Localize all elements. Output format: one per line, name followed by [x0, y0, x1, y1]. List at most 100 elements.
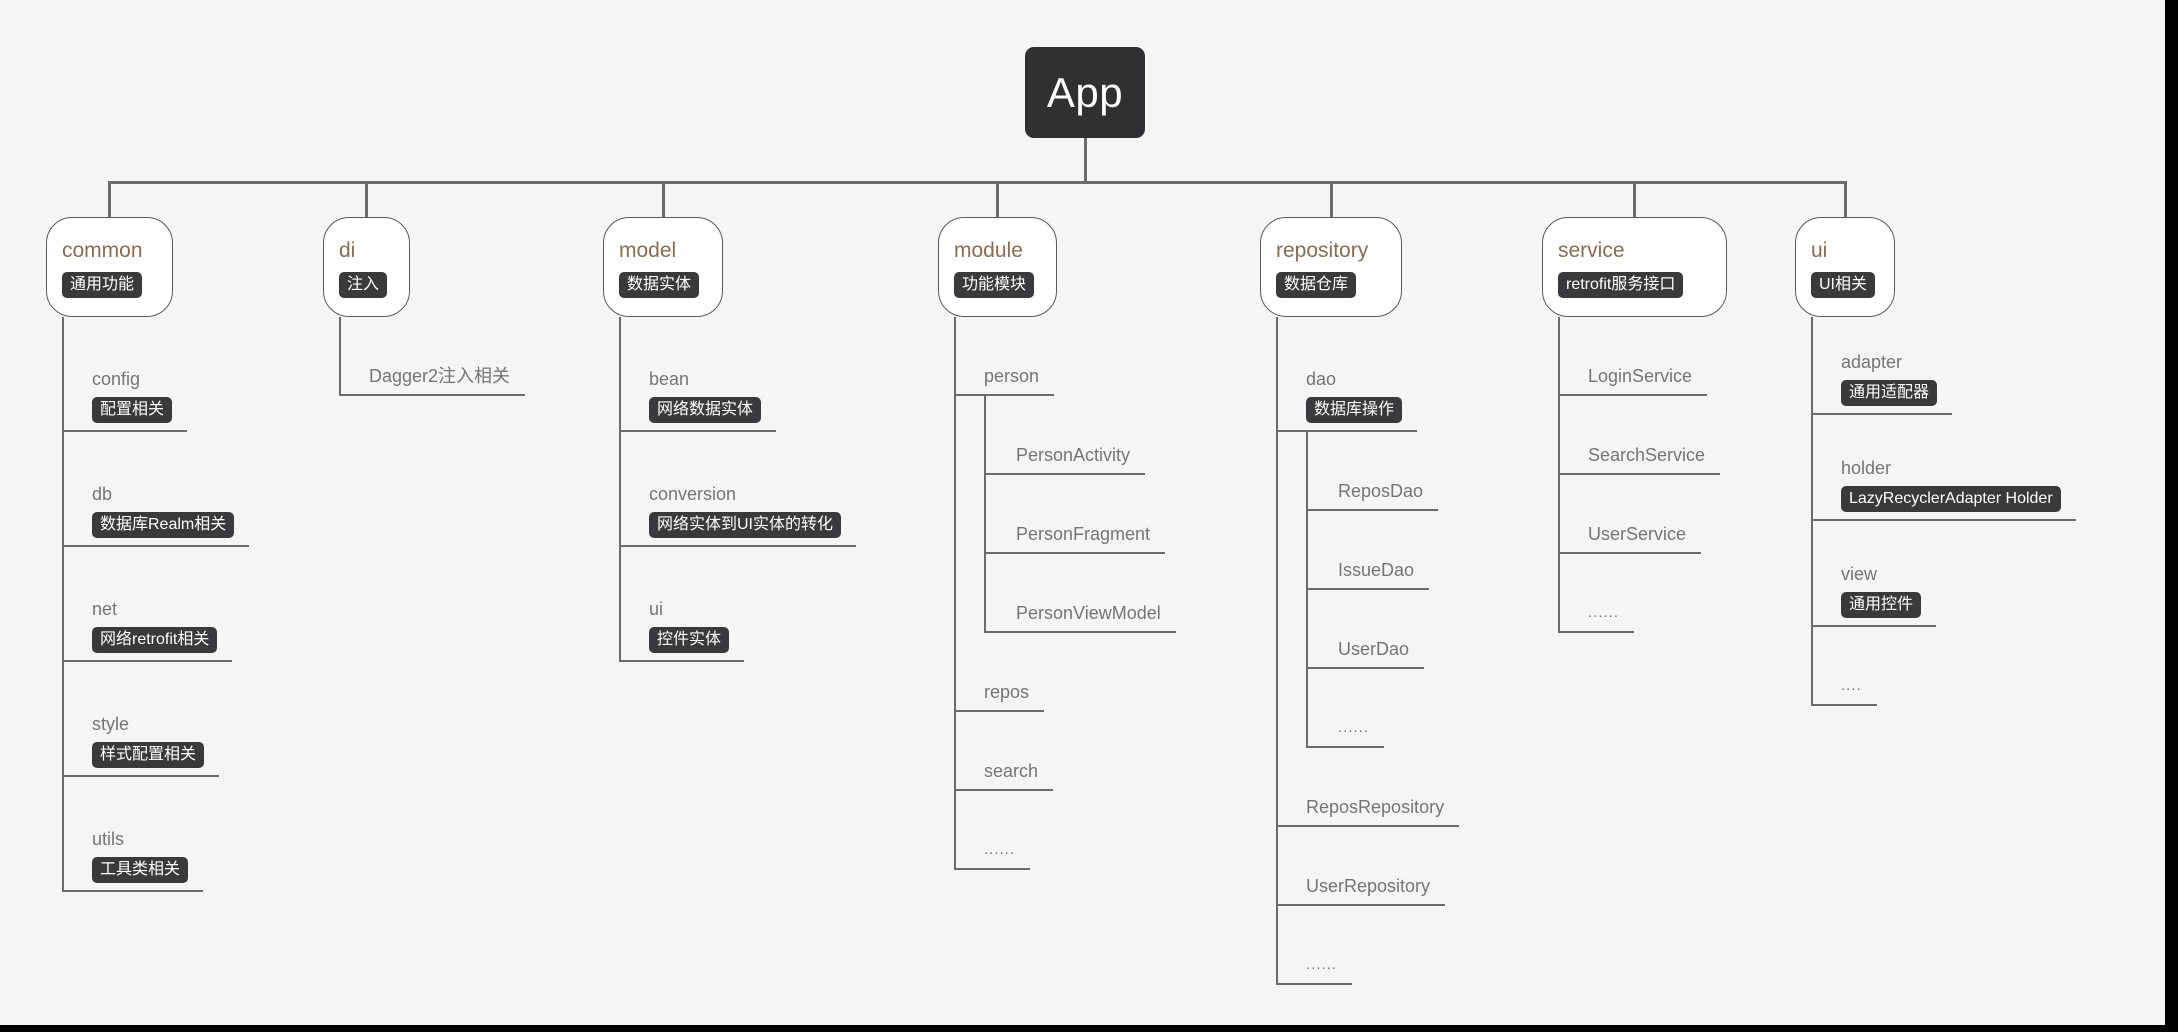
tree-item-label: UserService [1588, 524, 1687, 544]
tree-item-personfragment[interactable]: PersonFragment [986, 475, 1166, 554]
tree-item-db[interactable]: db 数据库Realm相关 [64, 432, 250, 547]
branch-title: model [619, 239, 677, 262]
branch-drop-line-service [1633, 181, 1636, 219]
branch-drop-line-model [661, 181, 665, 219]
tree-item-label: ...... [1306, 956, 1338, 973]
branch-badge: 通用功能 [62, 272, 143, 298]
tree-item-label: ...... [1588, 604, 1620, 621]
tree-item-label: adapter [1841, 352, 1903, 372]
branch-title: service [1558, 239, 1625, 262]
tree-item-badge: 网络retrofit相关 [92, 627, 218, 653]
tree-item-label: style [92, 714, 130, 734]
tree-item-label: PersonFragment [1016, 524, 1151, 544]
branch-title: ui [1811, 239, 1828, 262]
tree-item-search[interactable]: search [956, 712, 1054, 791]
tree-item-label: Dagger2注入相关 [369, 366, 511, 386]
tree-item-userdao[interactable]: UserDao [1308, 590, 1425, 669]
tree-item-personviewmodel[interactable]: PersonViewModel [986, 554, 1176, 633]
tree-item-label: repos [984, 682, 1030, 702]
branch-drop-line-module [996, 181, 999, 219]
tree-item-loginservice[interactable]: LoginService [1560, 317, 1708, 396]
tree-item-label: ui [649, 599, 664, 619]
tree-item-label: SearchService [1588, 445, 1706, 465]
tree-item-conversion[interactable]: conversion 网络实体到UI实体的转化 [621, 432, 857, 547]
tree-item-label: ...... [984, 841, 1016, 858]
tree-item-searchservice[interactable]: SearchService [1560, 396, 1721, 475]
branch-drop-line-ui [1843, 181, 1847, 219]
branch-di: di 注入 Dagger2注入相关 [323, 217, 526, 396]
tree-item-label: conversion [649, 484, 737, 504]
tree-item-more[interactable]: ...... [1308, 669, 1385, 748]
tree-item-label: person [984, 366, 1040, 386]
tree-item-person[interactable]: person [956, 317, 1055, 396]
tree-item-style[interactable]: style 样式配置相关 [64, 662, 220, 777]
root-node-app[interactable]: App [1025, 47, 1145, 138]
tree-item-badge: 配置相关 [92, 397, 173, 423]
tree-item-reposdao[interactable]: ReposDao [1308, 432, 1439, 511]
branch-badge: UI相关 [1811, 272, 1876, 298]
tree-item-issuedao[interactable]: IssueDao [1308, 511, 1430, 590]
branch-title: module [954, 239, 1023, 262]
tree-item-label: ReposRepository [1306, 797, 1445, 817]
branch-node-model[interactable]: model 数据实体 [603, 217, 723, 317]
tree-item-label: LoginService [1588, 366, 1693, 386]
branch-node-module[interactable]: module 功能模块 [938, 217, 1057, 317]
tree-item-more[interactable]: ...... [1278, 906, 1353, 985]
root-node-label: App [1046, 68, 1124, 116]
tree-item-label: bean [649, 369, 690, 389]
right-edge-bar [2165, 0, 2178, 1032]
tree-item-label: IssueDao [1338, 560, 1415, 580]
branch-drop-line-repository [1329, 181, 1333, 219]
tree-item-label: db [92, 484, 113, 504]
branch-badge: 数据实体 [619, 272, 700, 298]
branch-badge: 功能模块 [954, 272, 1035, 298]
branch-badge: 数据仓库 [1276, 272, 1357, 298]
tree-item-dagger2[interactable]: Dagger2注入相关 [341, 317, 526, 396]
tree-item-label: .... [1841, 677, 1862, 694]
tree-item-more[interactable]: ...... [956, 791, 1031, 870]
tree-item-userservice[interactable]: UserService [1560, 475, 1702, 554]
tree-item-badge: LazyRecyclerAdapter Holder [1841, 486, 2061, 512]
branch-connector-line [108, 181, 1847, 184]
tree-item-bean[interactable]: bean 网络数据实体 [621, 317, 777, 432]
tree-item-personactivity[interactable]: PersonActivity [986, 396, 1146, 475]
tree-item-label: PersonViewModel [1016, 603, 1161, 623]
branch-badge: 注入 [339, 272, 388, 298]
tree-item-reposrepository[interactable]: ReposRepository [1278, 748, 1460, 827]
branch-node-di[interactable]: di 注入 [323, 217, 410, 317]
tree-item-more[interactable]: .... [1813, 627, 1877, 706]
tree-item-badge: 网络数据实体 [649, 397, 762, 423]
tree-item-more[interactable]: ...... [1560, 554, 1635, 633]
tree-item-userrepository[interactable]: UserRepository [1278, 827, 1446, 906]
tree-item-badge: 数据库Realm相关 [92, 512, 235, 538]
tree-item-badge: 网络实体到UI实体的转化 [649, 512, 842, 538]
branch-title: di [339, 239, 356, 262]
tree-item-label: UserDao [1338, 639, 1410, 659]
branch-model: model 数据实体 bean 网络数据实体 conversion 网络实体到UI实体的转… [603, 217, 857, 662]
tree-item-label: dao [1306, 369, 1337, 389]
bottom-edge-bar [0, 1025, 2178, 1032]
item-group-di: Dagger2注入相关 [339, 317, 526, 396]
tree-item-badge: 样式配置相关 [92, 742, 205, 768]
tree-item-badge: 工具类相关 [92, 857, 189, 883]
tree-item-repos[interactable]: repos [956, 633, 1045, 712]
